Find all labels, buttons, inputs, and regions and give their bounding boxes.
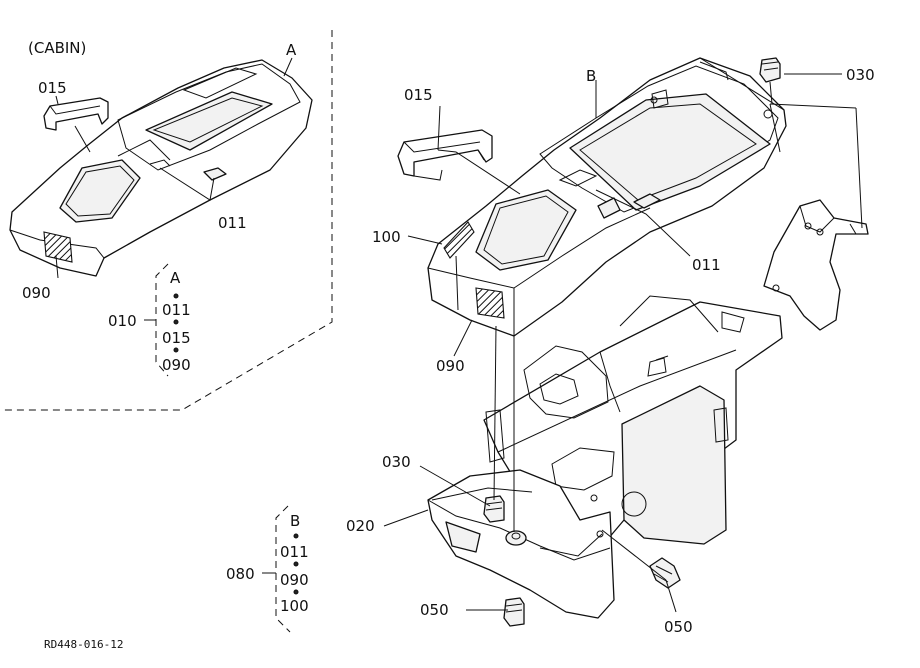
callout-020: 020 xyxy=(346,517,375,535)
callout-015-left: 015 xyxy=(38,79,67,97)
assembly-010-item-3: 090 xyxy=(162,356,191,374)
guide-lines xyxy=(493,57,863,532)
fastener-030-low xyxy=(483,495,505,523)
callout-015-right: 015 xyxy=(404,86,433,104)
right-leaders xyxy=(383,73,842,613)
figure-reference: RD448-016-12 xyxy=(44,638,123,651)
assembly-010-group: 010 A 011 015 090 xyxy=(108,263,191,377)
assembly-010-ref: A xyxy=(170,269,181,287)
assembly-080-group: 080 B 011 090 100 xyxy=(226,505,309,633)
callout-050-left: 050 xyxy=(420,601,449,619)
assembly-080-item-2: 090 xyxy=(280,571,309,589)
callout-100: 100 xyxy=(372,228,401,246)
assembly-010-number: 010 xyxy=(108,312,137,330)
callout-b-right: B xyxy=(586,67,596,85)
fastener-mid xyxy=(505,530,527,546)
callout-030-top: 030 xyxy=(846,66,875,84)
callout-030-low: 030 xyxy=(382,453,411,471)
left-inset-leaders xyxy=(55,57,293,279)
mounting-bracket-drawing xyxy=(763,199,869,331)
fastener-030-top xyxy=(759,57,781,105)
callout-011-right: 011 xyxy=(692,256,721,274)
bracket-015-drawing xyxy=(397,129,493,181)
assembly-080-item-1: 011 xyxy=(280,543,309,561)
callout-090-left: 090 xyxy=(22,284,51,302)
fastener-050-left xyxy=(503,597,525,627)
callout-a-left: A xyxy=(286,41,297,59)
fastener-050-right xyxy=(649,557,681,589)
callout-090-right: 090 xyxy=(436,357,465,375)
assembly-010-item-2: 015 xyxy=(162,329,191,347)
assembly-080-ref: B xyxy=(290,512,300,530)
cabin-console-drawing xyxy=(9,59,313,277)
console-cover-drawing xyxy=(427,57,787,337)
callout-050-right: 050 xyxy=(664,618,693,636)
cabin-inset-border xyxy=(0,30,333,411)
assembly-080-item-3: 100 xyxy=(280,597,309,615)
callout-011-left: 011 xyxy=(218,214,247,232)
assembly-080-number: 080 xyxy=(226,565,255,583)
assembly-010-item-1: 011 xyxy=(162,301,191,319)
section-caption: (CABIN) xyxy=(28,39,86,57)
